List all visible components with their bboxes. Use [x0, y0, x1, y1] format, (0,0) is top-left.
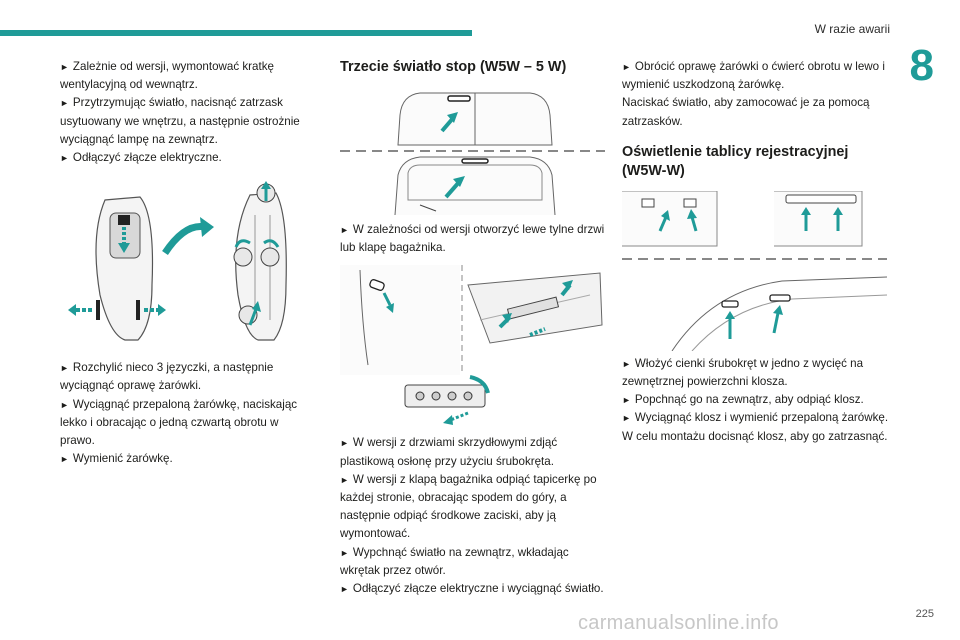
- brake-light-removal-illustration: [340, 265, 603, 426]
- rear-lamp-removal-illustration: [68, 181, 287, 341]
- bullet-pointer-icon: ►: [622, 413, 631, 424]
- bullet-pointer-icon: ►: [340, 438, 349, 449]
- instruction-step: ►Odłączyć złącze elektryczne.: [60, 151, 222, 165]
- instruction-step: ►Wypchnąć światło na zewnątrz, wkładając…: [340, 545, 569, 577]
- bullet-pointer-icon: ►: [622, 395, 631, 406]
- column-3: ►Obrócić oprawę żarówki o ćwierć obrotu …: [622, 58, 892, 446]
- instruction-step: ►Odłączyć złącze elektryczne i wyciągnąć…: [340, 582, 604, 596]
- bullet-pointer-icon: ►: [60, 399, 69, 410]
- bullet-pointer-icon: ►: [340, 547, 349, 558]
- instruction-step: ►W zależności od wersji otworzyć lewe ty…: [340, 223, 605, 255]
- bullet-pointer-icon: ►: [60, 62, 69, 72]
- instruction-step: ►Zależnie od wersji, wymontować kratkę w…: [60, 60, 274, 92]
- bullet-pointer-icon: ►: [60, 98, 69, 109]
- instruction-step: ►Wyciągnąć klosz i wymienić przepaloną ż…: [622, 411, 889, 425]
- bullet-pointer-icon: ►: [340, 225, 349, 235]
- instruction-step: ►Popchnąć go na zewnątrz, aby odpiąć klo…: [622, 393, 864, 407]
- bullet-pointer-icon: ►: [340, 584, 349, 595]
- bullet-pointer-icon: ►: [60, 153, 69, 164]
- license-plate-light-illustration: [622, 190, 887, 351]
- instruction-step: ►Wyciągnąć przepaloną żarówkę, naciskają…: [60, 397, 298, 448]
- instruction-step: ►Przytrzymując światło, nacisnąć zatrzas…: [60, 96, 300, 146]
- rear-door-brake-light-illustration: [340, 92, 605, 215]
- bullet-pointer-icon: ►: [622, 358, 631, 369]
- instruction-step: ►Obrócić oprawę żarówki o ćwierć obrotu …: [622, 60, 885, 92]
- instruction-step: ►Wymienić żarówkę.: [60, 452, 173, 466]
- bullet-pointer-icon: ►: [60, 363, 69, 374]
- chapter-number: 8: [909, 41, 934, 90]
- column-1: ►Zależnie od wersji, wymontować kratkę w…: [60, 58, 310, 468]
- instruction-step: ►Włożyć cienki śrubokręt w jedno z wycię…: [622, 356, 864, 389]
- instruction-step: ►W wersji z klapą bagażnika odpiąć tapic…: [340, 472, 597, 541]
- bullet-pointer-icon: ►: [340, 474, 349, 485]
- instruction-step: ►Rozchylić nieco 3 języczki, a następnie…: [60, 361, 274, 393]
- header-accent-bar: [0, 30, 472, 36]
- section-title: W razie awarii: [814, 22, 890, 36]
- section-heading: Oświetlenie tablicy rejestracyjnej (W5W-…: [622, 143, 849, 179]
- instruction-note: W celu montażu docisnąć klosz, aby go za…: [622, 429, 888, 443]
- column-2: Trzecie światło stop (W5W – 5 W) ►W zale…: [340, 58, 605, 598]
- instruction-step: ►W wersji z drzwiami skrzydłowymi zdjąć …: [340, 436, 558, 468]
- watermark: carmanualsonline.info: [578, 612, 779, 634]
- bullet-pointer-icon: ►: [622, 62, 631, 72]
- page-number: 225: [915, 608, 934, 620]
- instruction-note: Naciskać światło, aby zamocować je za po…: [622, 96, 870, 128]
- bullet-pointer-icon: ►: [60, 454, 69, 465]
- section-heading: Trzecie światło stop (W5W – 5 W): [340, 59, 567, 75]
